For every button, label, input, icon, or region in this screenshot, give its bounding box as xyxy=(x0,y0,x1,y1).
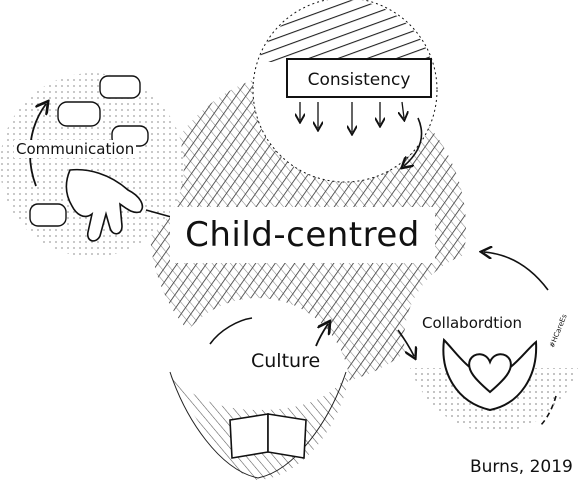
communication-node xyxy=(0,73,184,257)
communication-label: Communication xyxy=(14,140,136,158)
consistency-label: Consistency xyxy=(286,58,432,98)
culture-node xyxy=(166,298,350,482)
collaboration-label: Collabordtion xyxy=(420,314,524,332)
culture-label: Culture xyxy=(248,350,323,372)
center-label: Child-centred xyxy=(170,207,435,263)
open-book-icon xyxy=(230,414,306,458)
credit-label: Burns, 2019 xyxy=(470,457,573,477)
